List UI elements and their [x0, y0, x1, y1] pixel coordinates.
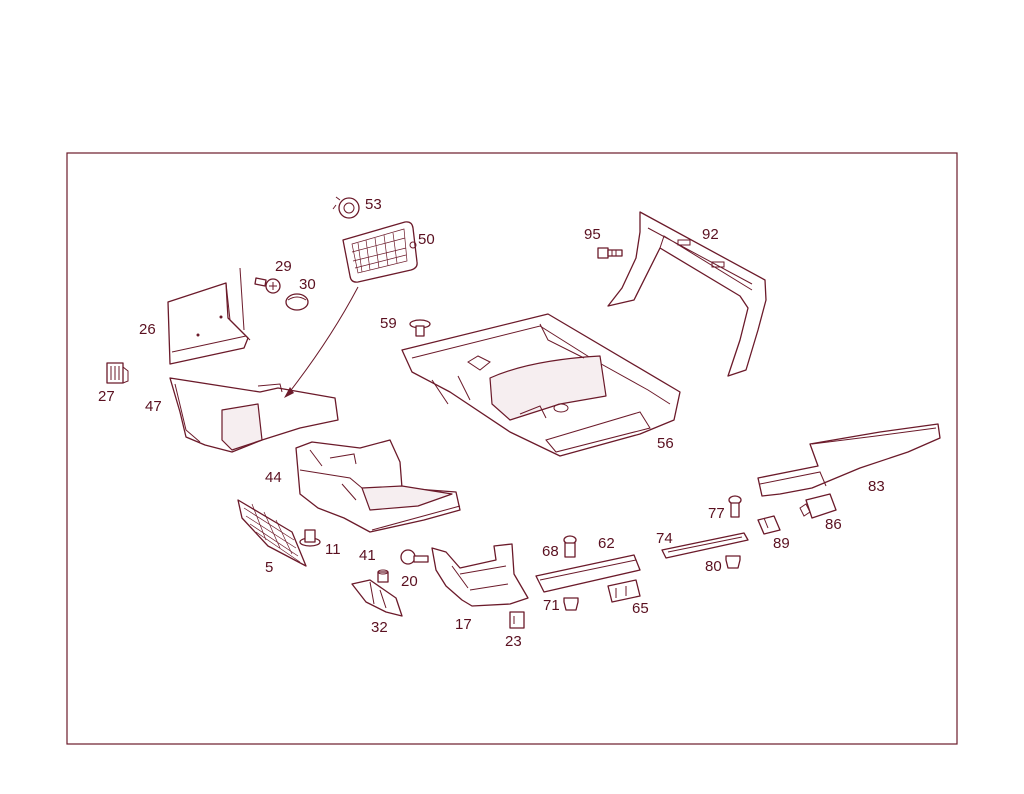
label-32: 32 [371, 619, 388, 636]
part-71-cap[interactable] [563, 597, 579, 611]
label-26: 26 [139, 321, 156, 338]
part-86-bracket[interactable] [799, 493, 837, 519]
label-89: 89 [773, 535, 790, 552]
label-5: 5 [265, 559, 273, 576]
part-23-clip[interactable] [509, 611, 525, 629]
part-74-strip[interactable] [661, 532, 749, 559]
part-50-grille[interactable] [342, 221, 418, 283]
part-83-sill-trim[interactable] [757, 423, 941, 497]
part-44-front-floor[interactable] [295, 439, 461, 533]
label-65: 65 [632, 600, 649, 617]
label-68: 68 [542, 543, 559, 560]
label-20: 20 [401, 573, 418, 590]
label-77: 77 [708, 505, 725, 522]
part-32-bracket[interactable] [351, 579, 403, 617]
part-62-sill-strip[interactable] [535, 554, 641, 593]
label-62: 62 [598, 535, 615, 552]
label-30: 30 [299, 276, 316, 293]
label-41: 41 [359, 547, 376, 564]
part-56-floor-carpet[interactable] [401, 313, 681, 457]
part-27-bracket[interactable] [106, 362, 129, 384]
label-23: 23 [505, 633, 522, 650]
part-26-panel[interactable] [167, 282, 251, 365]
label-95: 95 [584, 226, 601, 243]
label-50: 50 [418, 231, 435, 248]
label-11: 11 [325, 541, 341, 558]
part-11-clip[interactable] [299, 529, 321, 547]
label-17: 17 [455, 616, 472, 633]
label-29: 29 [275, 258, 292, 275]
label-47: 47 [145, 398, 162, 415]
part-5-grille[interactable] [237, 499, 307, 567]
part-68-clip[interactable] [563, 535, 577, 558]
label-27: 27 [98, 388, 115, 405]
part-53-clip[interactable] [332, 196, 360, 219]
label-86: 86 [825, 516, 842, 533]
part-41-clip[interactable] [377, 569, 389, 583]
part-29-screw[interactable] [239, 267, 281, 331]
label-83: 83 [868, 478, 885, 495]
label-53: 53 [365, 196, 382, 213]
leader-arrow [284, 387, 294, 398]
part-17-trim[interactable] [431, 543, 529, 607]
part-89-block[interactable] [757, 515, 781, 535]
part-47-side-trim[interactable] [169, 377, 339, 453]
part-92-rear-frame[interactable] [607, 211, 767, 377]
part-20-plug[interactable] [400, 549, 429, 565]
label-56: 56 [657, 435, 674, 452]
part-30-cap[interactable] [285, 293, 309, 311]
label-71: 71 [543, 597, 560, 614]
label-80: 80 [705, 558, 722, 575]
label-92: 92 [702, 226, 719, 243]
part-65-bracket[interactable] [607, 579, 641, 603]
part-59-clip[interactable] [409, 319, 431, 337]
label-74: 74 [656, 530, 673, 547]
part-77-clip[interactable] [728, 495, 742, 518]
leader-line [287, 286, 359, 395]
label-59: 59 [380, 315, 397, 332]
diagram-frame [66, 152, 958, 745]
part-80-cap[interactable] [725, 555, 741, 569]
part-95-bolt[interactable] [597, 247, 623, 259]
label-44: 44 [265, 469, 282, 486]
